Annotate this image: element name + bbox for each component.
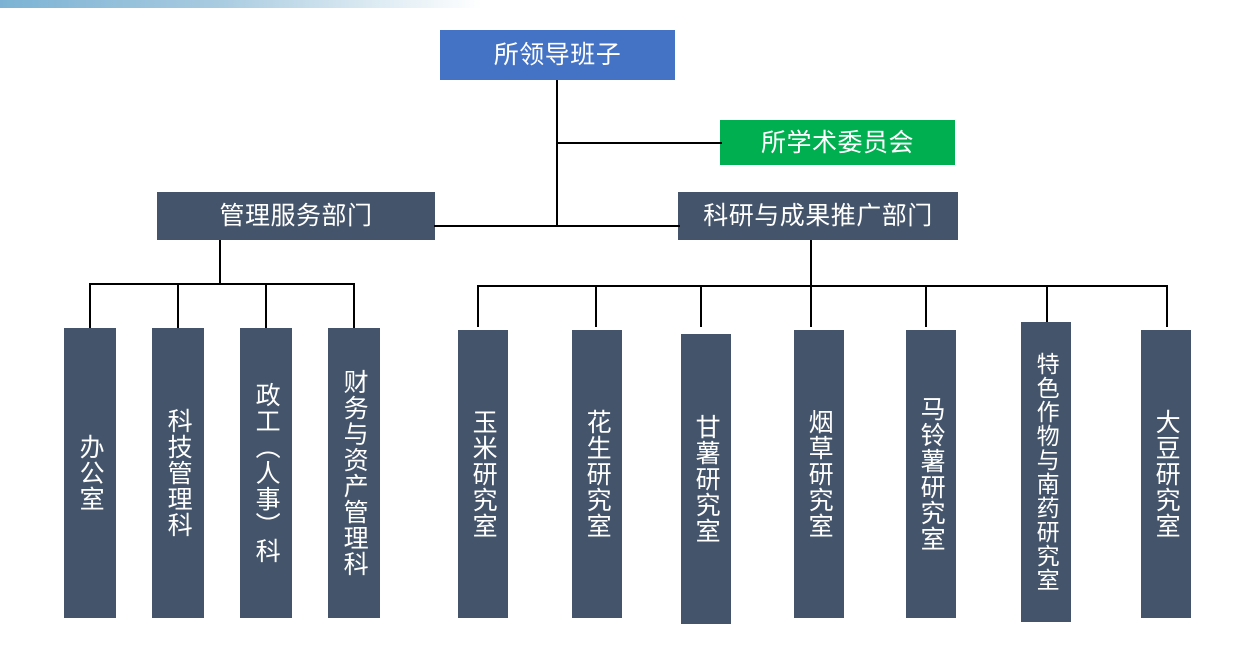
node-political-personnel-label: 政工（人事）科 [252, 382, 281, 564]
connector-to-academic-committee [556, 142, 722, 144]
connector-research-stem-7 [1166, 285, 1168, 327]
connector-management-stem-1 [89, 283, 91, 328]
node-soybean-lab[interactable]: 大豆研究室 [1141, 330, 1191, 618]
connector-management-stem-2 [177, 283, 179, 328]
node-research-extension-division-label: 科研与成果推广部门 [703, 202, 933, 230]
connector-top-spine [556, 80, 558, 226]
connector-research-stem-1 [477, 285, 479, 327]
node-soybean-lab-label: 大豆研究室 [1152, 409, 1181, 539]
node-academic-committee-label: 所学术委员会 [760, 128, 914, 157]
node-finance-asset-management[interactable]: 财务与资产管理科 [328, 328, 380, 618]
node-management-service-division-label: 管理服务部门 [219, 202, 373, 230]
connector-research-stem-3 [700, 285, 702, 327]
connector-management-stem-3 [265, 283, 267, 328]
node-science-tech-management-label: 科技管理科 [164, 408, 193, 538]
node-potato-lab[interactable]: 马铃薯研究室 [906, 330, 956, 618]
node-potato-lab-label: 马铃薯研究室 [917, 396, 946, 552]
node-management-service-division[interactable]: 管理服务部门 [157, 192, 435, 240]
connector-research-stem-5 [925, 285, 927, 327]
connector-research-stem-2 [595, 285, 597, 327]
connector-management-bar [89, 283, 354, 285]
node-finance-asset-management-label: 财务与资产管理科 [340, 369, 369, 577]
node-peanut-lab-label: 花生研究室 [583, 409, 612, 539]
connector-research-stem-4 [810, 285, 812, 327]
node-political-personnel[interactable]: 政工（人事）科 [240, 328, 292, 618]
node-maize-lab[interactable]: 玉米研究室 [458, 330, 508, 618]
connector-research-stem-6 [1046, 285, 1048, 327]
node-top-leadership[interactable]: 所领导班子 [440, 30, 675, 80]
node-specialty-crops-southern-medicine-lab-label: 特色作物与南药研究室 [1033, 352, 1060, 592]
header-gradient-strip [0, 0, 482, 8]
node-sweetpotato-lab[interactable]: 甘薯研究室 [681, 334, 731, 624]
node-sweetpotato-lab-label: 甘薯研究室 [692, 414, 721, 544]
node-specialty-crops-southern-medicine-lab[interactable]: 特色作物与南药研究室 [1021, 322, 1071, 622]
node-tobacco-lab[interactable]: 烟草研究室 [794, 330, 844, 618]
node-research-extension-division[interactable]: 科研与成果推广部门 [678, 192, 958, 240]
connector-research-bar [477, 285, 1167, 287]
node-tobacco-lab-label: 烟草研究室 [805, 409, 834, 539]
node-peanut-lab[interactable]: 花生研究室 [572, 330, 622, 618]
node-office[interactable]: 办公室 [64, 328, 116, 618]
node-top-leadership-label: 所领导班子 [493, 41, 622, 69]
node-academic-committee[interactable]: 所学术委员会 [720, 120, 955, 165]
connector-research-drop [810, 240, 812, 286]
connector-management-stem-4 [353, 283, 355, 328]
node-science-tech-management[interactable]: 科技管理科 [152, 328, 204, 618]
node-office-label: 办公室 [76, 434, 105, 512]
node-maize-lab-label: 玉米研究室 [469, 409, 498, 539]
connector-division-bar [434, 225, 680, 227]
connector-management-drop [219, 240, 221, 284]
